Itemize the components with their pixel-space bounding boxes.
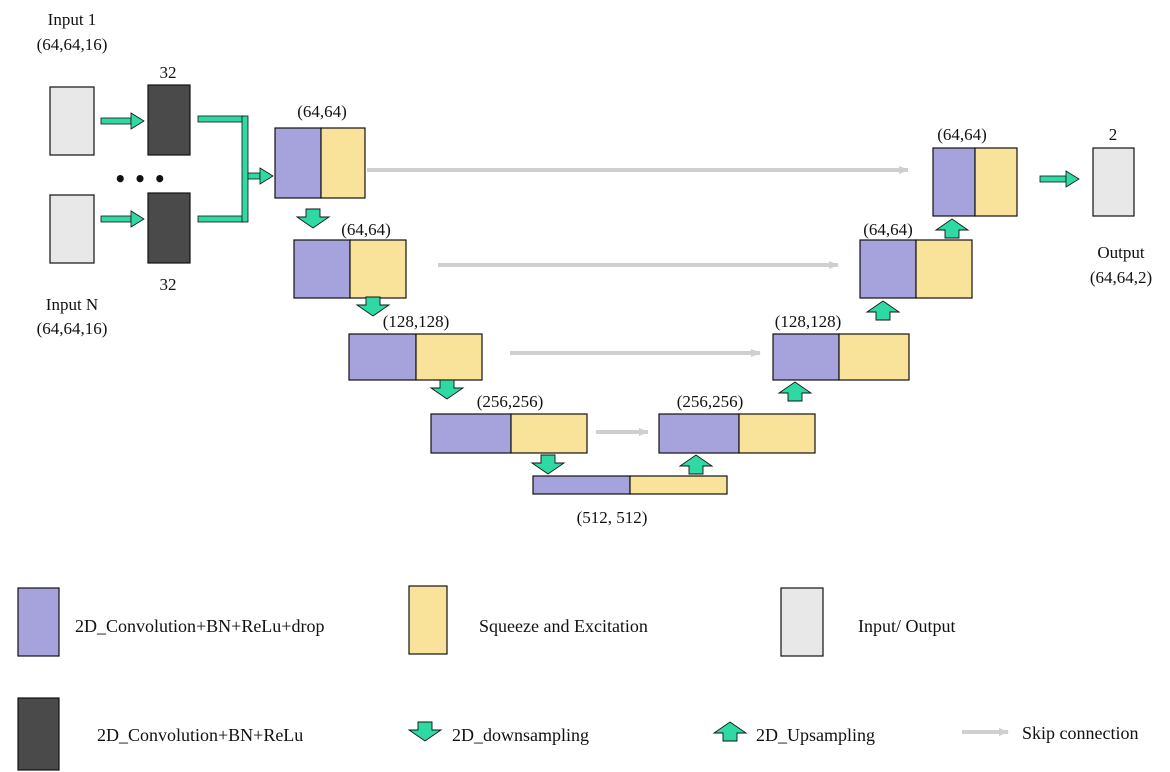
decoder-block-2: [772, 333, 910, 381]
legend-se-swatch: [408, 585, 448, 655]
encoder-block-4: [430, 413, 588, 454]
legend-conv-label: 2D_Convolution+BN+ReLu: [97, 725, 303, 745]
legend-conv-drop-label: 2D_Convolution+BN+ReLu+drop: [75, 616, 324, 636]
legend-conv-drop-swatch: [17, 587, 60, 657]
conv-bottom-channels: 32: [160, 275, 177, 294]
output-shape: (64,64,2): [1090, 268, 1152, 287]
legend-downsample-label: 2D_downsampling: [452, 725, 589, 745]
encoder-block-1: [274, 127, 366, 199]
upsample-arrow-1: [678, 454, 714, 475]
legend-conv-swatch: [17, 697, 60, 771]
legend-io-label: Input/ Output: [858, 616, 956, 636]
input-n-label: Input N: [46, 295, 98, 314]
encoder-1-shape: (64,64): [297, 102, 347, 121]
downsample-arrow-2: [355, 296, 391, 317]
legend: 2D_Convolution+BN+ReLu+drop Squeeze and …: [17, 585, 1138, 771]
decoder-2-shape: (128,128): [775, 312, 842, 331]
output-channels: 2: [1109, 125, 1118, 144]
encoder-block-2: [293, 239, 407, 299]
input-n-block: [49, 194, 95, 264]
input-1-label: Input 1: [48, 10, 97, 29]
conv-block-n: [147, 192, 191, 264]
encoder-2-shape: (64,64): [341, 220, 391, 239]
input-n-arrow: [100, 210, 145, 228]
input-1-block: [49, 86, 95, 156]
output-arrow: [1039, 170, 1080, 188]
decoder-block-1: [658, 413, 816, 454]
input-n-shape: (64,64,16): [37, 319, 108, 338]
conv-top-channels: 32: [160, 63, 177, 82]
encoder-block-3: [348, 333, 483, 381]
legend-upsample-label: 2D_Upsampling: [756, 725, 875, 745]
decoder-block-3: [859, 239, 973, 299]
downsample-arrow-3: [429, 379, 465, 400]
upsample-arrow-2: [777, 381, 813, 402]
legend-skip-label: Skip connection: [1022, 723, 1138, 743]
downsample-arrow-4: [530, 454, 566, 475]
encoder-4-shape: (256,256): [477, 392, 544, 411]
encoder-3-shape: (128,128): [383, 312, 450, 331]
input-ellipsis: • • •: [114, 167, 166, 191]
output-block: [1092, 147, 1135, 217]
output-label: Output: [1097, 243, 1145, 262]
upsample-arrow-3: [865, 300, 901, 321]
downsample-arrow-1: [295, 208, 331, 229]
decoder-1-shape: (256,256): [677, 392, 744, 411]
bottleneck-shape: (512, 512): [577, 508, 648, 527]
legend-io-swatch: [780, 587, 824, 657]
decoder-block-4: [932, 147, 1018, 217]
decoder-3-shape: (64,64): [863, 220, 913, 239]
concat-connector: [197, 115, 274, 223]
bottleneck-block: [532, 475, 728, 495]
conv-block-1: [147, 84, 191, 156]
legend-downsample-icon: [407, 721, 443, 742]
upsample-arrow-4: [934, 218, 970, 239]
decoder-4-shape: (64,64): [937, 125, 987, 144]
input-1-shape: (64,64,16): [37, 35, 108, 54]
legend-se-label: Squeeze and Excitation: [479, 616, 648, 636]
input-1-arrow: [100, 112, 145, 130]
legend-upsample-icon: [712, 721, 748, 742]
